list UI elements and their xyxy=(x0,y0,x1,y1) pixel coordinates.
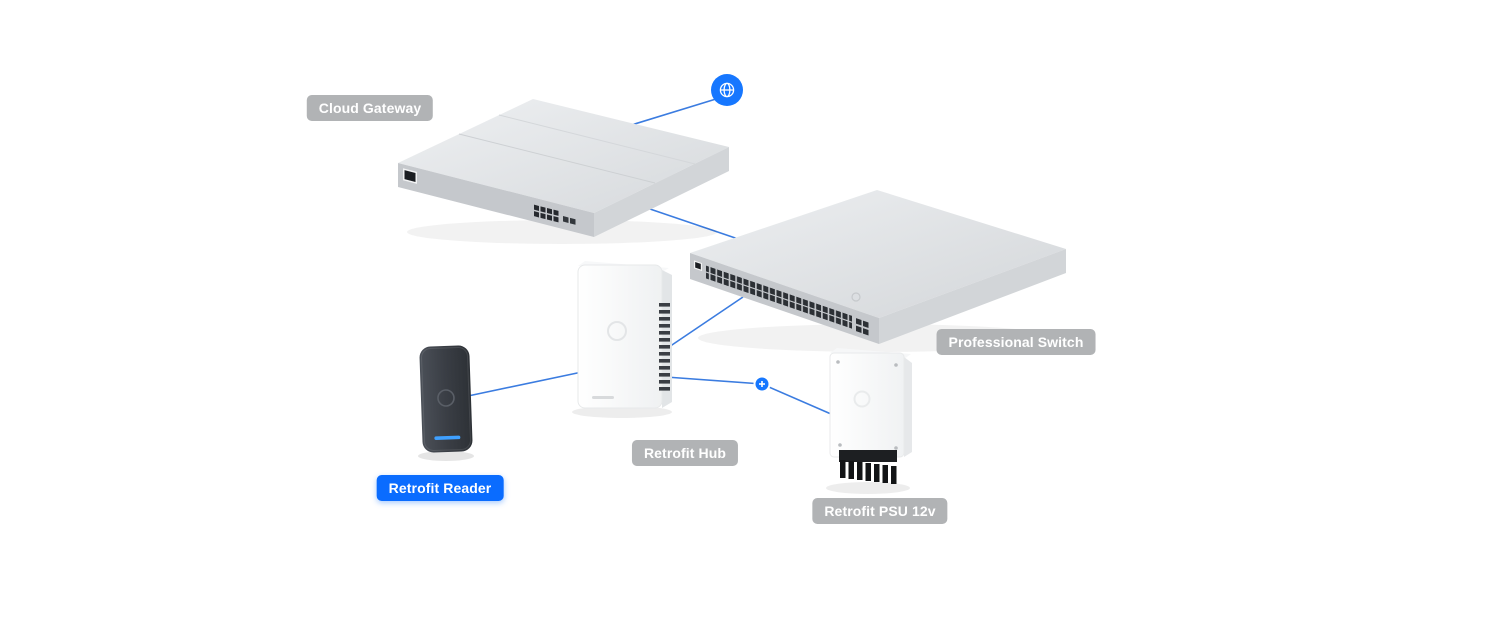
connection-hub-psu xyxy=(665,376,832,415)
connection-gateway-switch xyxy=(649,208,751,244)
device-shadows xyxy=(407,220,1058,494)
switch-logo-mark xyxy=(851,292,861,302)
retrofit-psu-device[interactable] xyxy=(829,348,912,484)
hub-logo-mark xyxy=(607,321,627,341)
gateway-sfp-ports xyxy=(563,216,576,225)
switch-side-face xyxy=(879,249,1066,344)
reader-body xyxy=(419,345,473,453)
cloud-gateway-device[interactable] xyxy=(398,99,729,237)
hub-front-face xyxy=(577,264,663,409)
retrofit-psu-label[interactable]: Retrofit PSU 12v xyxy=(812,498,948,524)
gateway-side-face xyxy=(594,147,729,237)
switch-ethernet-ports-row1 xyxy=(706,265,852,322)
gateway-ethernet-ports xyxy=(534,204,559,223)
professional-switch-device[interactable] xyxy=(690,190,1066,344)
plus-icon xyxy=(759,381,765,387)
cloud-gateway-label[interactable]: Cloud Gateway xyxy=(306,95,434,121)
psu-side-face xyxy=(904,357,912,457)
retrofit-reader-device[interactable] xyxy=(419,345,473,453)
gateway-top-face xyxy=(398,99,729,213)
retrofit-hub-device[interactable] xyxy=(577,261,672,409)
psu-screws xyxy=(836,360,898,450)
reader-logo-mark xyxy=(437,389,455,407)
connection-reader-hub xyxy=(467,371,583,397)
plus-node[interactable] xyxy=(753,375,771,393)
psu-logo-mark xyxy=(853,390,871,408)
connection-switch-hub xyxy=(665,296,744,350)
switch-top-face xyxy=(690,190,1066,318)
retrofit-hub-label[interactable]: Retrofit Hub xyxy=(631,440,739,466)
professional-switch-label[interactable]: Professional Switch xyxy=(936,329,1096,355)
psu-dc-connector xyxy=(839,450,897,484)
globe-icon xyxy=(719,82,735,98)
reader-led-bar xyxy=(434,435,461,440)
internet-node[interactable] xyxy=(711,74,743,106)
switch-sfp-ports xyxy=(856,318,869,336)
hub-terminal-pins xyxy=(659,303,670,391)
retrofit-reader-label[interactable]: Retrofit Reader xyxy=(376,475,504,501)
switch-ethernet-ports-row2 xyxy=(706,272,852,329)
